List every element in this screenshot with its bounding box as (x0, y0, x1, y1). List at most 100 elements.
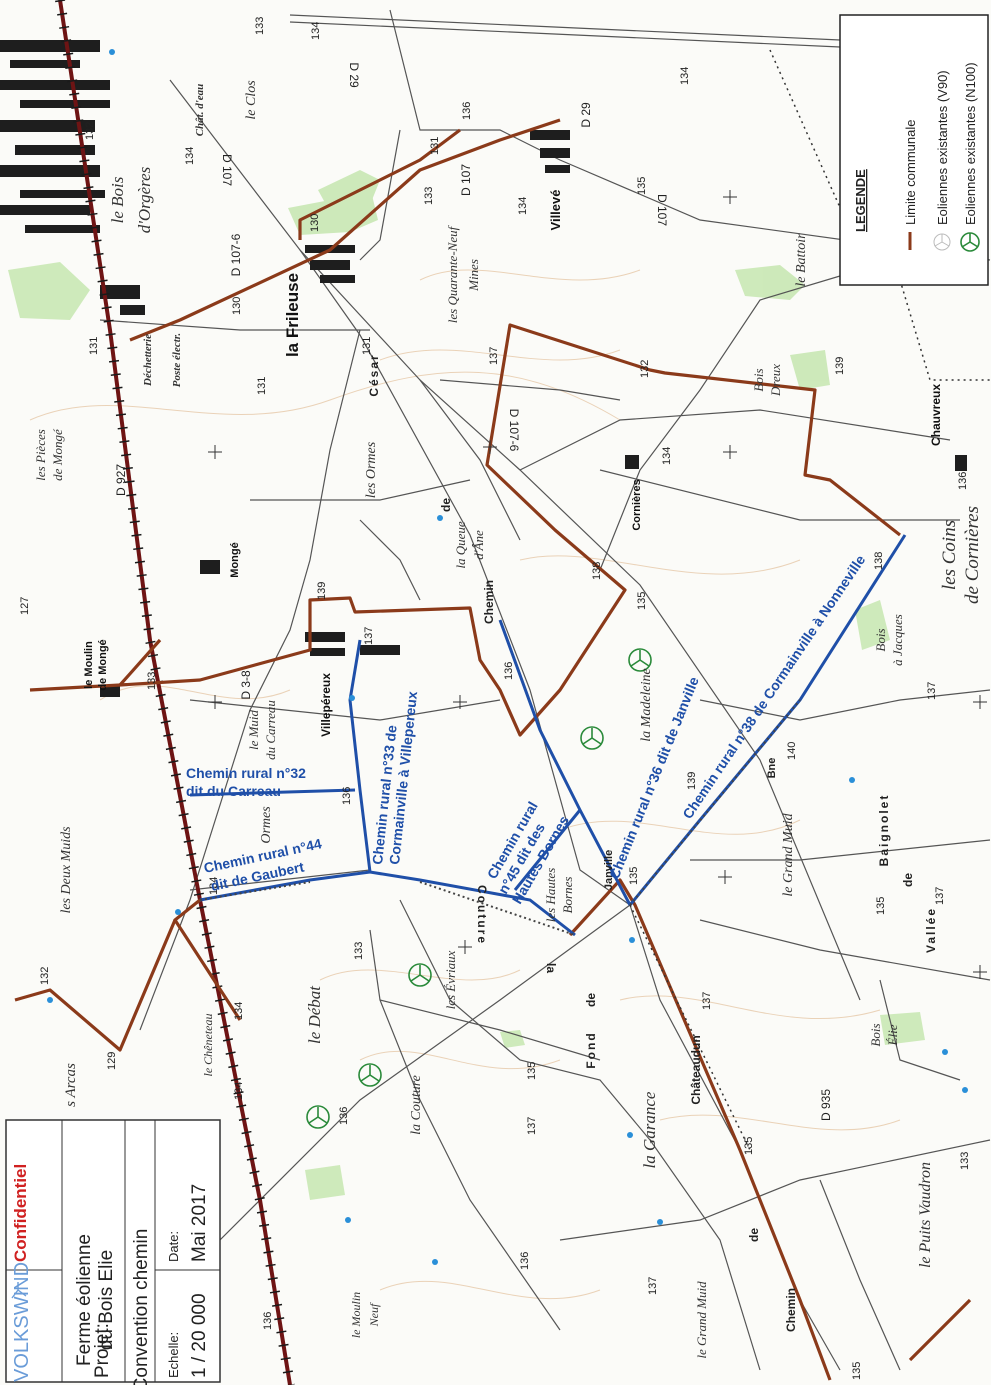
elev: 140 (786, 742, 798, 760)
elev: 136 (957, 472, 969, 490)
elev: 131 (429, 137, 441, 155)
elev: 134 (184, 147, 196, 165)
label-cr32-l2: dit du Carreau (186, 783, 281, 799)
elev: 137 (934, 887, 946, 905)
label-monge: Mongé (229, 542, 241, 577)
label-bois-orgeres-1: le Bois (108, 176, 127, 223)
label-chemin-w2: Chemin (482, 580, 496, 624)
elev: 133 (146, 672, 158, 690)
label-vallee: Vallée (924, 907, 938, 953)
label-villepereux: Villepéreux (319, 673, 333, 737)
volkswind-logo-icon (11, 1282, 27, 1299)
confidential-label: Confidentiel (11, 1164, 30, 1262)
elev: 127 (19, 597, 31, 615)
label-le-clos: le Clos (244, 80, 259, 120)
elev: 135 (743, 1137, 755, 1155)
label-chat-eau: Chât. d'eau (194, 84, 206, 137)
projet-line1: Ferme éolienne (74, 1234, 95, 1366)
label-les-ormes: les Ormes (364, 441, 379, 498)
label-fond-de-2: de (584, 993, 598, 1007)
wooded-areas (8, 170, 925, 1200)
label-janville-w: Janville (603, 850, 615, 890)
label-la-madeleine: la Madeleine (639, 668, 654, 741)
elev: 134 (310, 22, 322, 40)
elev: 137 (647, 1277, 659, 1295)
label-moulin-neuf-1: le Moulin (349, 1292, 363, 1338)
elev: 139 (316, 582, 328, 600)
legend-frame (839, 14, 989, 286)
road-d107c: D 107 (655, 194, 669, 226)
dotted-lines (629, 49, 990, 1151)
label-evriaux: les Évriaux (443, 950, 458, 1009)
label-hautes-bornes-1: les Hautes (543, 868, 558, 923)
label-bois-jacques-1: Bois (873, 628, 888, 651)
elev: 133 (353, 942, 365, 960)
label-cr32-l1: Chemin rural n°32 (186, 765, 306, 781)
elev: 135 (526, 1062, 538, 1080)
elev: 137 (701, 992, 713, 1010)
map-labels: le Bois d'Orgères la Frileuse Déchetteri… (33, 80, 983, 1359)
label-debat: le Débat (305, 985, 324, 1044)
elev: 134 (661, 447, 673, 465)
elev: 135 (628, 867, 640, 885)
elev: 138 (591, 562, 603, 580)
label-poste-electr: Poste électr. (171, 333, 183, 387)
commune-boundary (14, 118, 972, 1381)
railway-track (55, 0, 295, 1385)
legend-item-0: Limite communale (903, 120, 918, 226)
elev: 136 (341, 787, 353, 805)
turbines-n100 (306, 648, 652, 1129)
wind-turbine-green-icon (960, 232, 980, 252)
label-muid-carreau-2: du Carreau (263, 700, 278, 760)
label-pieces-monge-1: les Pièces (33, 429, 48, 481)
elevation-labels: 133 134 132 134 136 134 133 130 130 131 … (19, 17, 971, 1380)
elev: 135 (851, 1362, 863, 1380)
label-bois-elie-2: Élie (885, 1024, 900, 1046)
date-label: Date: (166, 1231, 181, 1262)
label-ormes2: Ormes (259, 806, 274, 844)
elev: 132 (39, 967, 51, 985)
label-grand-muid2: le Grand Muid (694, 1281, 709, 1359)
road-network (99, 9, 991, 1371)
elev: 136 (503, 662, 515, 680)
label-moulin-neuf-2: Neuf (367, 1302, 381, 1327)
label-bois-jacques-2: à Jacques (890, 614, 905, 666)
echelle-value: 1 / 20 000 (189, 1293, 210, 1378)
elev: 130 (309, 214, 321, 232)
label-dechetterie: Déchetterie (142, 334, 154, 387)
company-name: VOLKSWIND (11, 1262, 33, 1382)
label-chateaudun: Châteaudun (689, 1035, 703, 1104)
label-de: de (901, 873, 915, 887)
label-fond-de-1: Fond (584, 1031, 598, 1068)
label-coins-cornieres-1: les Coins (939, 520, 960, 590)
label-couture-w: Couture (475, 885, 489, 945)
label-bois-dreux-2: Dreux (768, 364, 783, 397)
elev: 136 (461, 102, 473, 120)
elev: 131 (361, 337, 373, 355)
label-la-w: la (544, 963, 558, 973)
date-value: Mai 2017 (189, 1184, 210, 1262)
legend-title: LEGENDE (853, 169, 868, 232)
elev: 132 (84, 122, 96, 140)
road-d107b: D 107 (459, 164, 473, 196)
label-cheneteau: le Chêneteau (201, 1014, 215, 1077)
elev: 133 (959, 1152, 971, 1170)
elev: 134 (517, 197, 529, 215)
road-d1076b: D 107-6 (507, 409, 521, 452)
label-queue-ane-2: d'Âne (471, 530, 486, 560)
road-d29a: D 29 (347, 62, 361, 88)
legend-item-2: Eoliennes existantes (N100) (963, 62, 978, 225)
label-arcas: s Arcas (63, 1063, 79, 1107)
legend-item-1: Eoliennes existantes (V90) (935, 70, 950, 225)
elev: 132 (639, 360, 651, 378)
elev: 133 (254, 17, 266, 35)
blue-dots (47, 49, 968, 1265)
legend-box: LEGENDE Limite communale Eoliennes exist… (839, 14, 989, 286)
elev: 135 (636, 592, 648, 610)
title-block: VOLKSWIND Confidentiel Projet: Ferme éol… (5, 1119, 221, 1385)
elev: 134 (679, 67, 691, 85)
road-d29b: D 29 (579, 102, 593, 128)
road-d107a: D 107 (220, 154, 234, 186)
projet-line2: du Bois Elie (96, 1250, 117, 1350)
label-la-frileuse: la Frileuse (283, 273, 302, 357)
